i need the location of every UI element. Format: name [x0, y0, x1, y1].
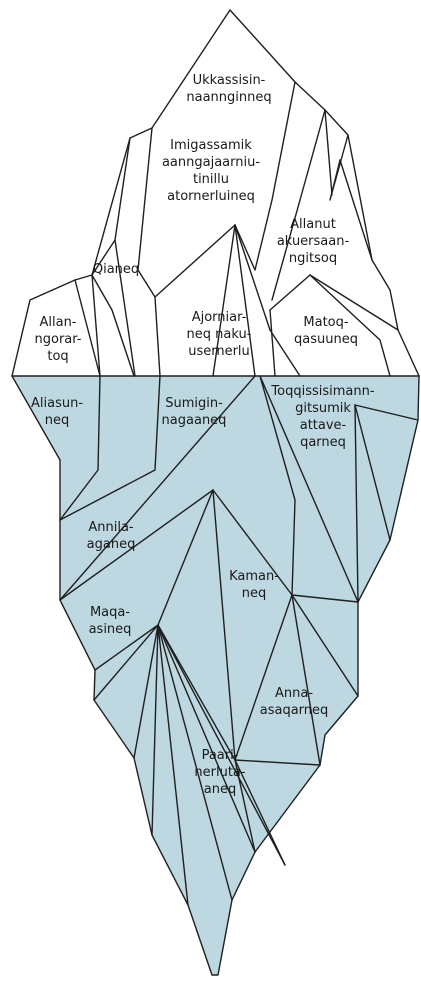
facet-line: [157, 624, 286, 866]
facet-line: [212, 489, 236, 761]
label-imigassamik: Imigassamik aanngajaarniu- tinillu atorn…: [161, 138, 261, 204]
facet-line: [234, 224, 256, 377]
facet-line: [212, 489, 293, 596]
facet-line: [309, 274, 391, 377]
facet-line: [354, 404, 391, 541]
label-qianeq: Qianeq: [92, 262, 140, 277]
facet-line: [157, 624, 189, 906]
label-annaasaqarneq: Anna- asaqarneq: [259, 686, 329, 718]
label-annilaaganeq: Annila- aganeq: [86, 520, 136, 552]
facet-line: [269, 274, 311, 311]
facet-line: [114, 239, 136, 377]
facet-line: [291, 594, 321, 766]
label-maqaasineq: Maqa- asineq: [88, 605, 132, 637]
above-water-fill: [12, 10, 419, 376]
facet-line: [259, 375, 359, 603]
facet-line: [324, 109, 333, 196]
facet-line: [291, 594, 359, 603]
facet-line: [154, 296, 161, 377]
facet-line: [212, 224, 236, 377]
facet-line: [59, 375, 161, 521]
facet-line: [157, 624, 233, 901]
facet-line: [234, 759, 286, 866]
label-ajorniarneq: Ajorniar- neq naku- usernerlu: [186, 310, 252, 359]
facet-line: [59, 375, 101, 521]
facet-line: [74, 279, 101, 377]
facet-line: [259, 375, 296, 596]
facet-edges: [11, 9, 420, 976]
facet-line: [354, 404, 359, 603]
facet-line: [157, 624, 236, 761]
facet-line: [339, 159, 373, 261]
facet-line: [234, 224, 271, 331]
facet-line: [269, 309, 276, 377]
facet-line: [234, 594, 293, 761]
facet-line: [137, 127, 236, 298]
facet-line: [234, 81, 296, 271]
outline-above: [11, 9, 420, 377]
label-toqqissisimanngitsumik: Toqqissisimann- gitsumik attave- qarneq: [271, 384, 375, 450]
facet-line: [269, 329, 301, 377]
facet-line: [234, 759, 256, 853]
facet-line: [309, 274, 399, 331]
label-sumiginnagaaneq: Sumigin- nagaaneq: [161, 396, 227, 428]
facet-line: [234, 759, 321, 766]
facet-line: [329, 134, 349, 201]
label-ukkassisinnaannginneq: Ukkassisin- naannginneq: [186, 73, 272, 105]
facet-line: [157, 624, 256, 853]
facet-line: [59, 375, 256, 601]
facet-line: [271, 109, 326, 301]
label-allanut: Allanut akuersaan- ngitsoq: [276, 217, 350, 266]
label-matoqqasuuneq: Matoq- qasuuneq: [294, 315, 358, 347]
facet-line: [59, 489, 214, 601]
facet-line: [151, 624, 159, 836]
facet-line: [291, 594, 359, 697]
facet-line: [354, 404, 419, 421]
label-allanngorartoq: Allan- ngorar- toq: [34, 315, 82, 364]
facet-line: [91, 274, 101, 377]
underwater-fill: [12, 376, 419, 975]
facet-line: [93, 624, 159, 701]
label-paarinerlutaaneq: Paari- nerluta- aneq: [194, 748, 246, 797]
facet-line: [133, 624, 159, 759]
label-kamanneq: Kaman- neq: [229, 569, 279, 601]
facet-line: [91, 274, 135, 377]
label-aliasunneq: Aliasun- neq: [30, 396, 84, 428]
